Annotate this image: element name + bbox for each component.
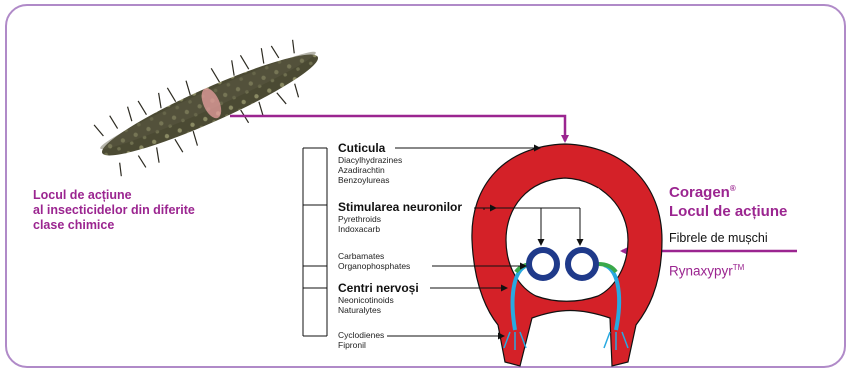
group-item: Fipronil [338, 340, 384, 350]
group-heading: Centri nervoși [338, 281, 419, 295]
group-cuticula: Cuticula Diacylhydrazines Azadirachtin B… [338, 141, 402, 185]
insecticide-site-label: Locul de acțiune al insecticidelor din d… [33, 188, 195, 233]
nerve-ring-right [568, 250, 596, 278]
group-item: Diacylhydrazines [338, 155, 402, 165]
group-item: Pyrethroids [338, 214, 462, 224]
group-item: Azadirachtin [338, 165, 402, 175]
insecticide-site-line2: al insecticidelor din diferite [33, 203, 195, 218]
group-heading: Cuticula [338, 141, 402, 155]
caterpillar-image [89, 27, 331, 182]
insecticide-site-line3: clase chimice [33, 218, 195, 233]
coragen-site: Locul de acțiune [669, 202, 787, 221]
insecticide-site-line1: Locul de acțiune [33, 188, 195, 203]
group-stimularea: Stimularea neuronilor Pyrethroids Indoxa… [338, 200, 462, 234]
group-heading: Stimularea neuronilor [338, 200, 462, 214]
group-item: Neonicotinoids [338, 295, 419, 305]
group-item: Carbamates [338, 251, 410, 261]
registered-mark: ® [730, 184, 736, 193]
group-item: Indoxacarb [338, 224, 462, 234]
group-carbamates: Carbamates Organophosphates [338, 251, 410, 271]
target-arrow [230, 116, 565, 141]
group-item: Benzoylureas [338, 175, 402, 185]
muscle-fiber-label: Fibrele de mușchi [669, 231, 768, 245]
nerve-ring-left [529, 250, 557, 278]
coragen-label: Coragen® Locul de acțiune [669, 179, 787, 221]
body-cross-section [472, 144, 662, 366]
rynaxypyr-name: Rynaxypyr [669, 264, 733, 279]
rynaxypyr-label: RynaxypyrTM [669, 263, 744, 279]
group-item: Organophosphates [338, 261, 410, 271]
coragen-brand: Coragen [669, 184, 730, 201]
group-cyclodienes: Cyclodienes Fipronil [338, 330, 384, 350]
group-item: Naturalytes [338, 305, 419, 315]
group-item: Cyclodienes [338, 330, 384, 340]
group-centri-nervosi: Centri nervoși Neonicotinoids Naturalyte… [338, 281, 419, 315]
trademark-mark: TM [733, 263, 745, 272]
